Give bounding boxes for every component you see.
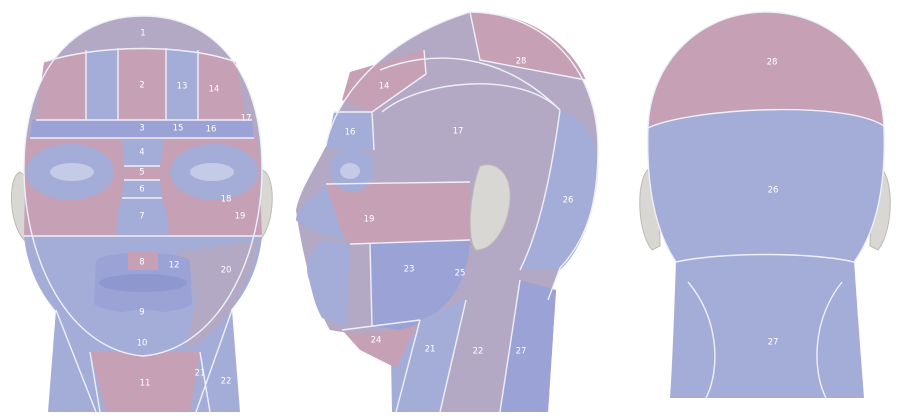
back-label-27: 27	[768, 338, 779, 348]
front-label-11: 11	[140, 379, 151, 389]
side-label-21: 21	[425, 345, 436, 355]
side-label-17: 17	[453, 127, 464, 137]
front-label-16: 16	[206, 125, 217, 135]
front-label-6: 6	[139, 185, 144, 195]
side-label-24: 24	[371, 336, 382, 346]
back-neck	[670, 260, 864, 398]
front-label-21: 21	[195, 369, 206, 379]
front-label-13: 13	[177, 82, 188, 92]
front-lips	[99, 274, 187, 292]
front-label-9: 9	[139, 308, 144, 318]
back-head-view: 28 26 27	[640, 12, 891, 398]
front-right-eye	[190, 163, 234, 181]
side-label-27: 27	[516, 347, 527, 357]
front-label-22: 22	[221, 377, 232, 387]
front-label-3: 3	[139, 124, 144, 134]
front-left-eye	[50, 163, 94, 181]
side-label-16: 16	[345, 128, 356, 138]
front-label-10: 10	[137, 339, 148, 349]
front-head-view: 1 2 13 14 17 3 15 16 4 5 6 18 19 7 8 12 …	[11, 16, 272, 412]
front-label-5: 5	[139, 168, 144, 178]
side-label-23: 23	[404, 265, 415, 275]
back-label-26: 26	[768, 186, 779, 196]
side-label-25: 25	[455, 269, 466, 279]
front-forehead-stripe-a	[86, 48, 118, 120]
front-label-1: 1	[140, 29, 145, 39]
side-head-view: 28 14 17 16 26 19 23 25 24 21 22 27	[296, 12, 598, 412]
front-label-18: 18	[221, 195, 232, 205]
side-label-22: 22	[473, 347, 484, 357]
front-label-2: 2	[139, 81, 144, 91]
front-label-19: 19	[235, 212, 246, 222]
front-label-12: 12	[169, 261, 180, 271]
side-label-14: 14	[379, 82, 390, 92]
front-label-20: 20	[221, 266, 232, 276]
front-forehead-region-14	[198, 50, 246, 120]
front-forehead-left-stripe	[36, 50, 86, 120]
front-label-4: 4	[139, 148, 144, 158]
front-label-14: 14	[209, 85, 220, 95]
front-label-17: 17	[241, 114, 252, 124]
front-label-15: 15	[173, 124, 184, 134]
side-mouth	[307, 240, 350, 326]
back-label-28: 28	[767, 58, 778, 68]
front-label-7: 7	[139, 212, 144, 222]
side-label-28: 28	[516, 57, 527, 67]
side-eye	[340, 163, 360, 179]
side-label-26: 26	[563, 196, 574, 206]
side-label-19: 19	[364, 215, 375, 225]
front-label-8: 8	[139, 258, 144, 268]
